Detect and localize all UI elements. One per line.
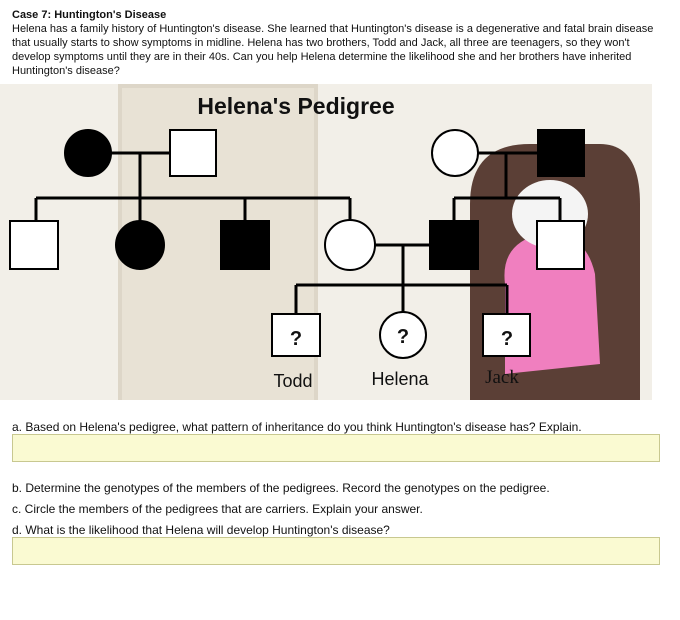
- jack-question-mark: ?: [501, 328, 513, 350]
- uncle-affected-male: [220, 220, 270, 270]
- todd-question-mark: ?: [290, 328, 302, 350]
- grandmother-right-unaffected-female: [431, 129, 479, 177]
- pedigree-title: Helena's Pedigree: [197, 93, 394, 119]
- question-b: b. Determine the genotypes of the member…: [12, 481, 550, 495]
- question-a: a. Based on Helena's pedigree, what patt…: [12, 420, 582, 434]
- father-affected-male: [429, 220, 479, 270]
- grandfather-right-affected-male: [537, 129, 585, 177]
- todd-label: Todd: [273, 371, 312, 391]
- case-description: Helena has a family history of Huntingto…: [12, 23, 654, 77]
- pedigree-lines: [34, 151, 562, 314]
- pedigree-figure: Helena's Pedigree: [0, 84, 652, 400]
- pedigree-chart: Helena's Pedigree: [0, 84, 652, 400]
- helena-question-mark: ?: [397, 326, 409, 348]
- aunt-affected-female: [115, 220, 165, 270]
- answer-box-d[interactable]: [12, 537, 660, 565]
- question-c: c. Circle the members of the pedigrees t…: [12, 502, 423, 516]
- todd-square: [271, 313, 321, 357]
- helena-label: Helena: [371, 369, 429, 389]
- uncle-left-unaffected-male: [9, 220, 59, 270]
- question-d: d. What is the likelihood that Helena wi…: [12, 523, 390, 537]
- helena-circle: [379, 311, 427, 359]
- jack-square: [482, 313, 531, 357]
- grandmother-left-affected-female: [64, 129, 112, 177]
- mother-unaffected-female: [324, 219, 376, 271]
- jack-label: Jack: [485, 367, 519, 388]
- answer-box-a[interactable]: [12, 434, 660, 462]
- uncle-right-unaffected-male: [536, 220, 585, 270]
- case-title: Case 7: Huntington's Disease: [12, 9, 167, 21]
- grandfather-left-unaffected-male: [169, 129, 217, 177]
